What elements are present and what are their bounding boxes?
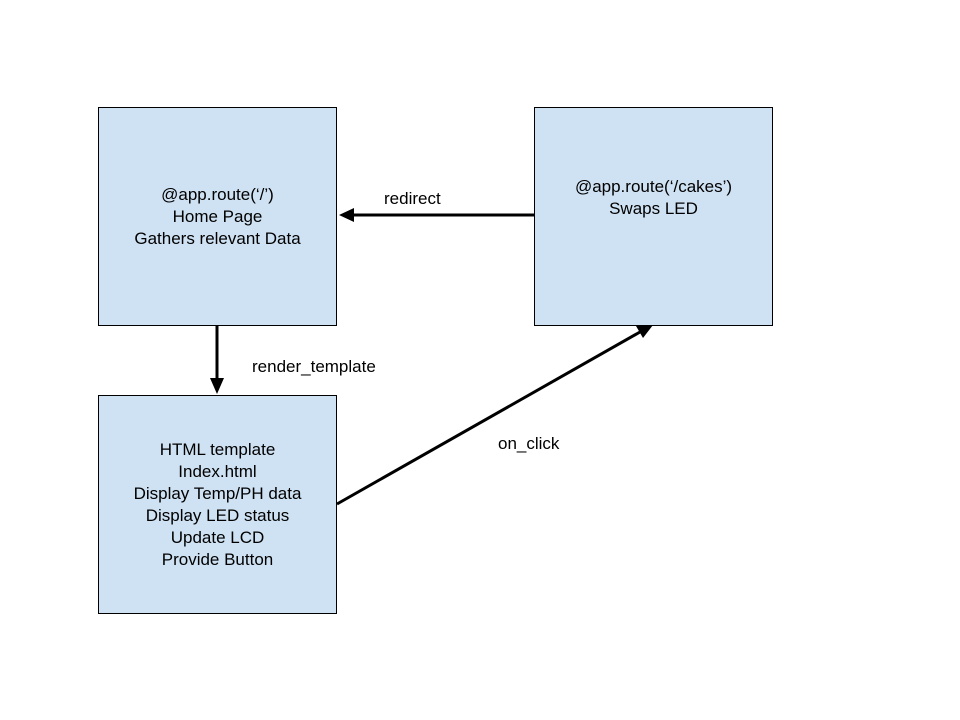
redirect-arrowhead xyxy=(339,208,354,222)
on-click-arrow-line xyxy=(336,330,641,506)
html-template-line: Display LED status xyxy=(145,505,290,525)
html-template-line: Update LCD xyxy=(170,527,265,547)
cakes-route-line: Swaps LED xyxy=(609,198,698,218)
on-click-arrowhead xyxy=(636,325,653,338)
html-template-line: Index.html xyxy=(178,461,257,481)
html-template-text: HTML template Index.html Display Temp/PH… xyxy=(134,439,302,571)
cakes-route-line: @app.route(‘/cakes’) xyxy=(574,176,733,196)
render-template-arrowhead xyxy=(210,378,224,394)
render-template-edge-label: render_template xyxy=(252,357,376,376)
redirect-edge-label: redirect xyxy=(384,189,441,208)
home-route-node: @app.route(‘/’) Home Page Gathers releva… xyxy=(98,107,337,326)
home-route-line: @app.route(‘/’) xyxy=(161,184,274,204)
html-template-line: Provide Button xyxy=(161,549,274,569)
cakes-route-text: @app.route(‘/cakes’) Swaps LED xyxy=(575,176,732,220)
cakes-route-node: @app.route(‘/cakes’) Swaps LED xyxy=(534,107,773,326)
home-route-line: Home Page xyxy=(172,206,263,226)
html-template-line: HTML template xyxy=(159,439,276,459)
home-route-line: Gathers relevant Data xyxy=(134,228,301,248)
html-template-node: HTML template Index.html Display Temp/PH… xyxy=(98,395,337,614)
on-click-edge-label: on_click xyxy=(498,434,560,453)
html-template-line: Display Temp/PH data xyxy=(133,483,302,503)
home-route-text: @app.route(‘/’) Home Page Gathers releva… xyxy=(134,184,300,250)
